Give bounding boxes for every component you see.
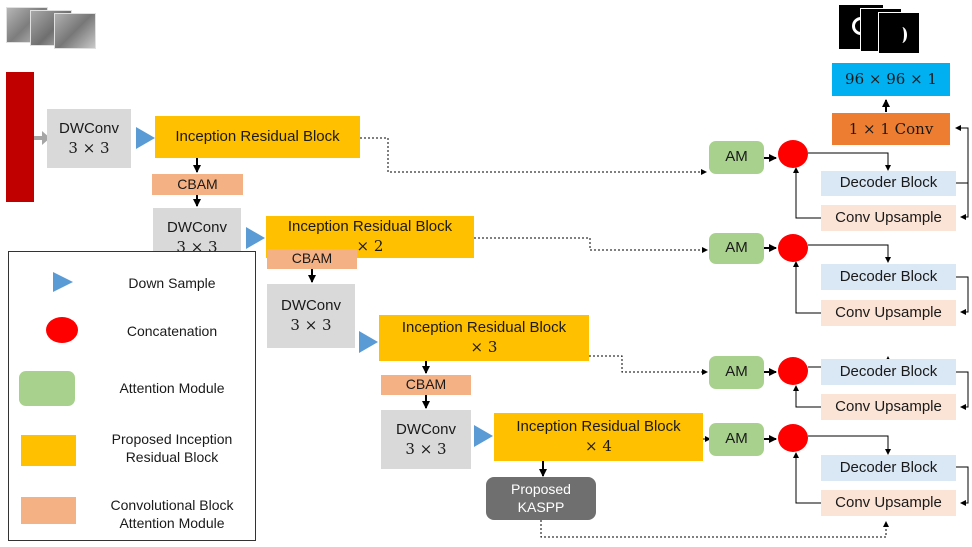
cbam-1: CBAM [152,174,243,195]
concat-circle-1 [778,140,808,168]
legend-down-sample-icon [53,272,73,292]
am-label: AM [725,430,748,448]
upsample-label: Conv Upsample [835,303,942,321]
upsample-label: Conv Upsample [835,397,942,415]
concat-circle-3 [778,357,808,385]
cbam-label: CBAM [291,250,333,267]
kaspp-line-1: Proposed [511,481,571,497]
am-label: AM [725,148,748,166]
decoder-block-1: Decoder Block [821,171,956,196]
conv-upsample-4: Conv Upsample [821,490,956,516]
upsample-label: Conv Upsample [835,208,942,226]
legend-attention-module-label: Attention Module [119,380,225,396]
legend-irb-icon [21,435,76,466]
concat-circle-2 [778,234,808,262]
legend-concatenation-icon [46,317,78,343]
decoder-label: Decoder Block [839,458,938,476]
legend-irb-label: Proposed Inception Residual Block [97,430,247,466]
legend-cbam-line-2: Attention Module [119,515,225,532]
legend-cbam-label: Convolutional Block Attention Module [97,496,247,532]
cbam-2: CBAM [267,249,357,269]
attention-module-4: AM [709,423,764,456]
decoder-block-3: Decoder Block [821,359,956,385]
output-mask-3 [878,12,920,54]
decoder-label: Decoder Block [839,362,938,380]
irb-multiplier: × 2 [356,237,384,255]
am-label: AM [725,363,748,381]
attention-module-1: AM [709,141,764,174]
irb-label: Inception Residual Block [516,418,681,436]
dwconv-1: DWConv 3 × 3 [47,109,131,168]
irb-label: Inception Residual Block [401,319,567,337]
inception-residual-block-4: Inception Residual Block × 4 [494,413,703,461]
conv-upsample-1: Conv Upsample [821,205,956,231]
kaspp-line-2: KASPP [517,498,565,515]
decoder-block-2: Decoder Block [821,264,956,290]
decoder-label: Decoder Block [839,267,938,285]
conv-upsample-2: Conv Upsample [821,300,956,326]
conv-upsample-3: Conv Upsample [821,394,956,420]
dwconv-label: DWConv [280,297,341,315]
kaspp-block: Proposed KASPP [486,477,596,520]
dwconv-4: DWConv 3 × 3 [381,410,471,469]
dwconv-label: DWConv [395,420,456,438]
inception-residual-block-3: Inception Residual Block × 3 [379,315,589,361]
legend-down-sample-label: Down Sample [128,275,216,291]
irb-multiplier: × 3 [470,338,498,356]
cbam-label: CBAM [405,376,447,393]
input-slice-3 [54,13,96,49]
legend-concatenation-label: Concatenation [126,323,218,339]
legend-cbam-icon [21,497,76,524]
attention-module-2: AM [709,233,764,264]
output-size-label: 96 × 96 × 1 [845,70,937,89]
decoder-label: Decoder Block [839,174,938,192]
irb-label: Inception Residual Block [175,127,340,145]
inception-residual-block-2: Inception Residual Block × 2 [266,216,474,258]
am-label: AM [725,239,748,257]
down-sample-triangle-3 [359,331,378,353]
down-sample-triangle-2 [246,227,265,249]
irb-multiplier: × 4 [585,437,612,455]
cbam-label: CBAM [177,175,218,192]
legend-attention-module-icon [19,371,75,406]
cbam-3: CBAM [381,375,471,395]
dwconv-size: 3 × 3 [405,439,447,458]
legend-irb-line-2: Residual Block [125,449,219,466]
dwconv-size: 3 × 3 [290,316,332,334]
dwconv-label: DWConv [58,119,119,137]
output-size-block: 96 × 96 × 1 [832,63,950,96]
legend-cbam-line-1: Convolutional Block [110,497,234,513]
concat-circle-4 [778,424,808,452]
legend-box: Down Sample Concatenation Attention Modu… [8,251,256,541]
dwconv-size: 3 × 3 [68,138,110,157]
conv-1x1-block: 1 × 1 Conv [832,113,950,145]
down-sample-triangle-4 [474,425,493,447]
attention-module-3: AM [709,356,764,389]
inception-residual-block-1: Inception Residual Block [155,116,360,158]
decoder-block-4: Decoder Block [821,455,956,481]
upsample-label: Conv Upsample [835,493,942,511]
dwconv-label: DWConv [166,218,227,236]
legend-irb-line-1: Proposed Inception [111,431,233,447]
conv11-label: 1 × 1 Conv [848,119,934,138]
dwconv-3: DWConv 3 × 3 [267,284,355,348]
irb-label: Inception Residual Block [287,218,453,236]
output-mask-stack [838,4,922,54]
down-sample-triangle-1 [136,127,155,149]
input-image-stack [6,7,96,49]
input-bar [6,72,34,202]
